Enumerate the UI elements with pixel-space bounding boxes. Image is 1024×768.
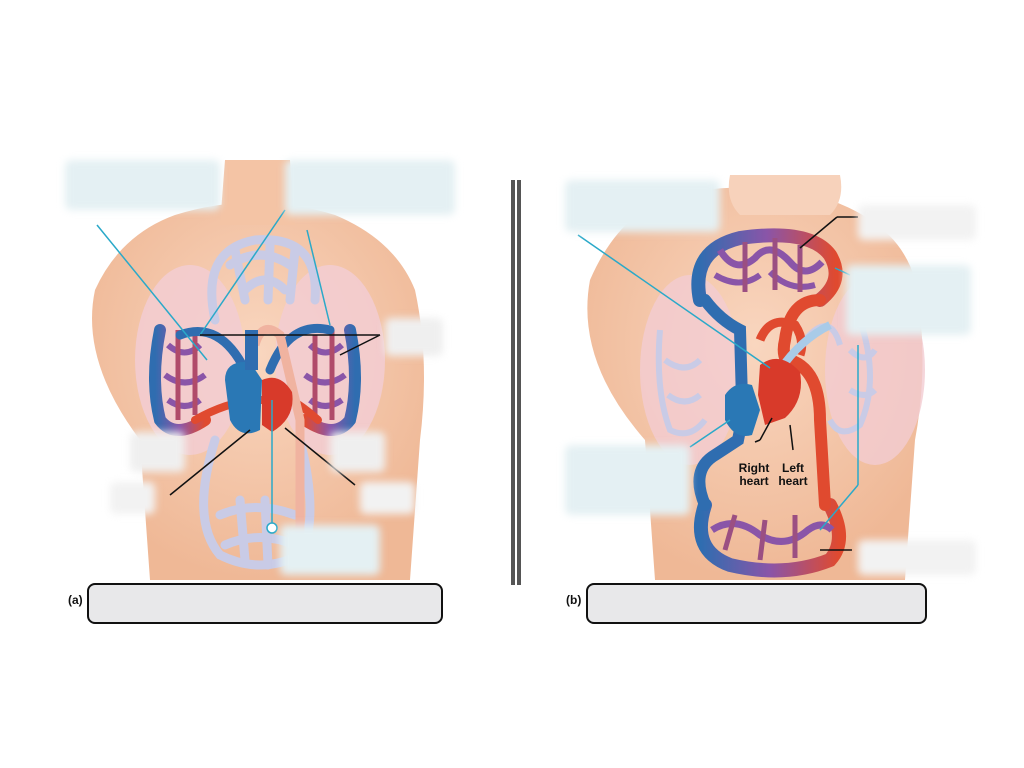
obscured-label-b-bottom-right <box>858 540 976 575</box>
right-heart-a <box>225 361 262 434</box>
left-lung-b <box>640 275 740 465</box>
obscured-label-a-mid-left <box>130 432 185 472</box>
pulmonary-bed-left-a <box>149 324 211 436</box>
obscured-label-a-low-left <box>110 482 155 514</box>
obscured-label-a-low-right <box>360 482 415 514</box>
vena-cava-b <box>693 294 748 511</box>
divider <box>511 180 521 585</box>
obscured-label-b-right <box>846 265 971 335</box>
leader-lines-blue-a <box>96 209 331 525</box>
leader-lines-blue-b <box>577 234 859 531</box>
obscured-label-a-top-left <box>65 160 220 210</box>
obscured-label-b-top-left <box>565 180 720 232</box>
leader-lines-black-b <box>754 216 858 551</box>
pulmonary-bed-right-a <box>299 324 361 436</box>
systemic-bed-upper-b <box>691 228 843 307</box>
obscured-label-a-right <box>385 318 443 356</box>
caption-answer-box-b[interactable] <box>586 583 927 624</box>
obscured-label-a-mid-right <box>330 432 385 472</box>
caption-answer-box-a[interactable] <box>87 583 443 624</box>
obscured-label-a-bottom <box>280 525 380 575</box>
left-heart-b <box>758 358 801 425</box>
part-label-a: (a) <box>68 593 83 607</box>
leader-lines-black-a <box>169 334 381 496</box>
obscured-label-b-left <box>565 445 690 515</box>
right-heart-b <box>725 383 760 436</box>
left-heart-a <box>262 377 293 432</box>
obscured-label-a-top-right <box>285 160 455 215</box>
systemic-bed-lower-b <box>693 498 846 578</box>
panel-a-illustration <box>92 160 424 580</box>
obscured-label-b-top-right <box>858 205 976 240</box>
part-label-b: (b) <box>566 593 582 607</box>
